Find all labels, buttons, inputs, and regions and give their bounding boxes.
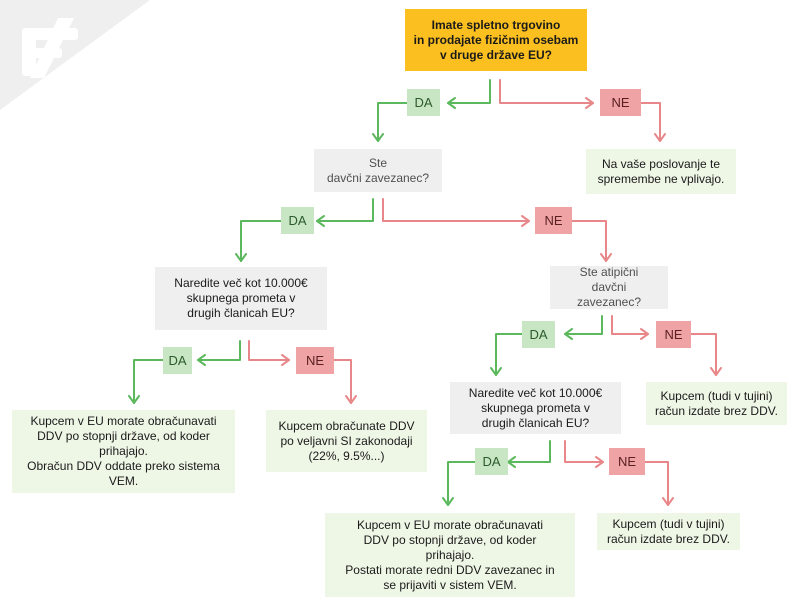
no-effect-result-text: Na vaše poslovanje te spremembe ne vpliv… [597,156,725,186]
result-right-yes: Kupcem v EU morate obračunavati DDV po s… [325,513,575,597]
result-right-no: Kupcem (tudi v tujini) račun izdate brez… [597,513,740,550]
result-left-yes-text: Kupcem v EU morate obračunavati DDV po s… [27,414,220,488]
yes-label: DA [522,321,555,348]
result-left-yes: Kupcem v EU morate obračunavati DDV po s… [12,410,235,493]
no-effect-result: Na vaše poslovanje te spremembe ne vpliv… [586,149,736,194]
tax-payer-question-text: Ste davčni zavezanec? [326,155,430,185]
brand-logo-icon [0,0,150,110]
sales-threshold-question-right-text: Naredite več kot 10.000€ skupnega promet… [468,385,603,430]
sales-threshold-question-left: Naredite več kot 10.000€ skupnega promet… [155,267,327,330]
result-right-yes-text: Kupcem v EU morate obračunavati DDV po s… [345,517,555,592]
sales-threshold-question-left-text: Naredite več kot 10.000€ skupnega promet… [174,276,308,320]
result-atypical-no-text: Kupcem (tudi v tujini) račun izdate brez… [655,388,778,418]
result-atypical-no: Kupcem (tudi v tujini) račun izdate brez… [646,382,787,425]
no-label: NE [296,347,334,374]
start-question: Imate spletno trgovino in prodajate fizi… [405,9,587,71]
no-label: NE [535,207,572,234]
no-label: NE [600,89,641,116]
result-left-no: Kupcem obračunate DDV po veljavni SI zak… [266,410,427,472]
atypical-tax-payer-question: Ste atipični davčni zavezanec? [550,265,668,309]
atypical-tax-payer-question-text: Ste atipični davčni zavezanec? [576,265,642,309]
result-right-no-text: Kupcem (tudi v tujini) račun izdate brez… [607,516,730,546]
yes-label: DA [281,207,314,234]
result-left-no-text: Kupcem obračunate DDV po veljavni SI zak… [278,418,415,463]
yes-label: DA [475,448,508,475]
no-label: NE [656,321,691,348]
yes-label: DA [407,89,440,116]
no-label: NE [609,448,645,475]
yes-label: DA [163,347,192,374]
tax-payer-question: Ste davčni zavezanec? [314,149,442,192]
start-question-text: Imate spletno trgovino in prodajate fizi… [413,17,579,62]
sales-threshold-question-right: Naredite več kot 10.000€ skupnega promet… [450,382,621,434]
